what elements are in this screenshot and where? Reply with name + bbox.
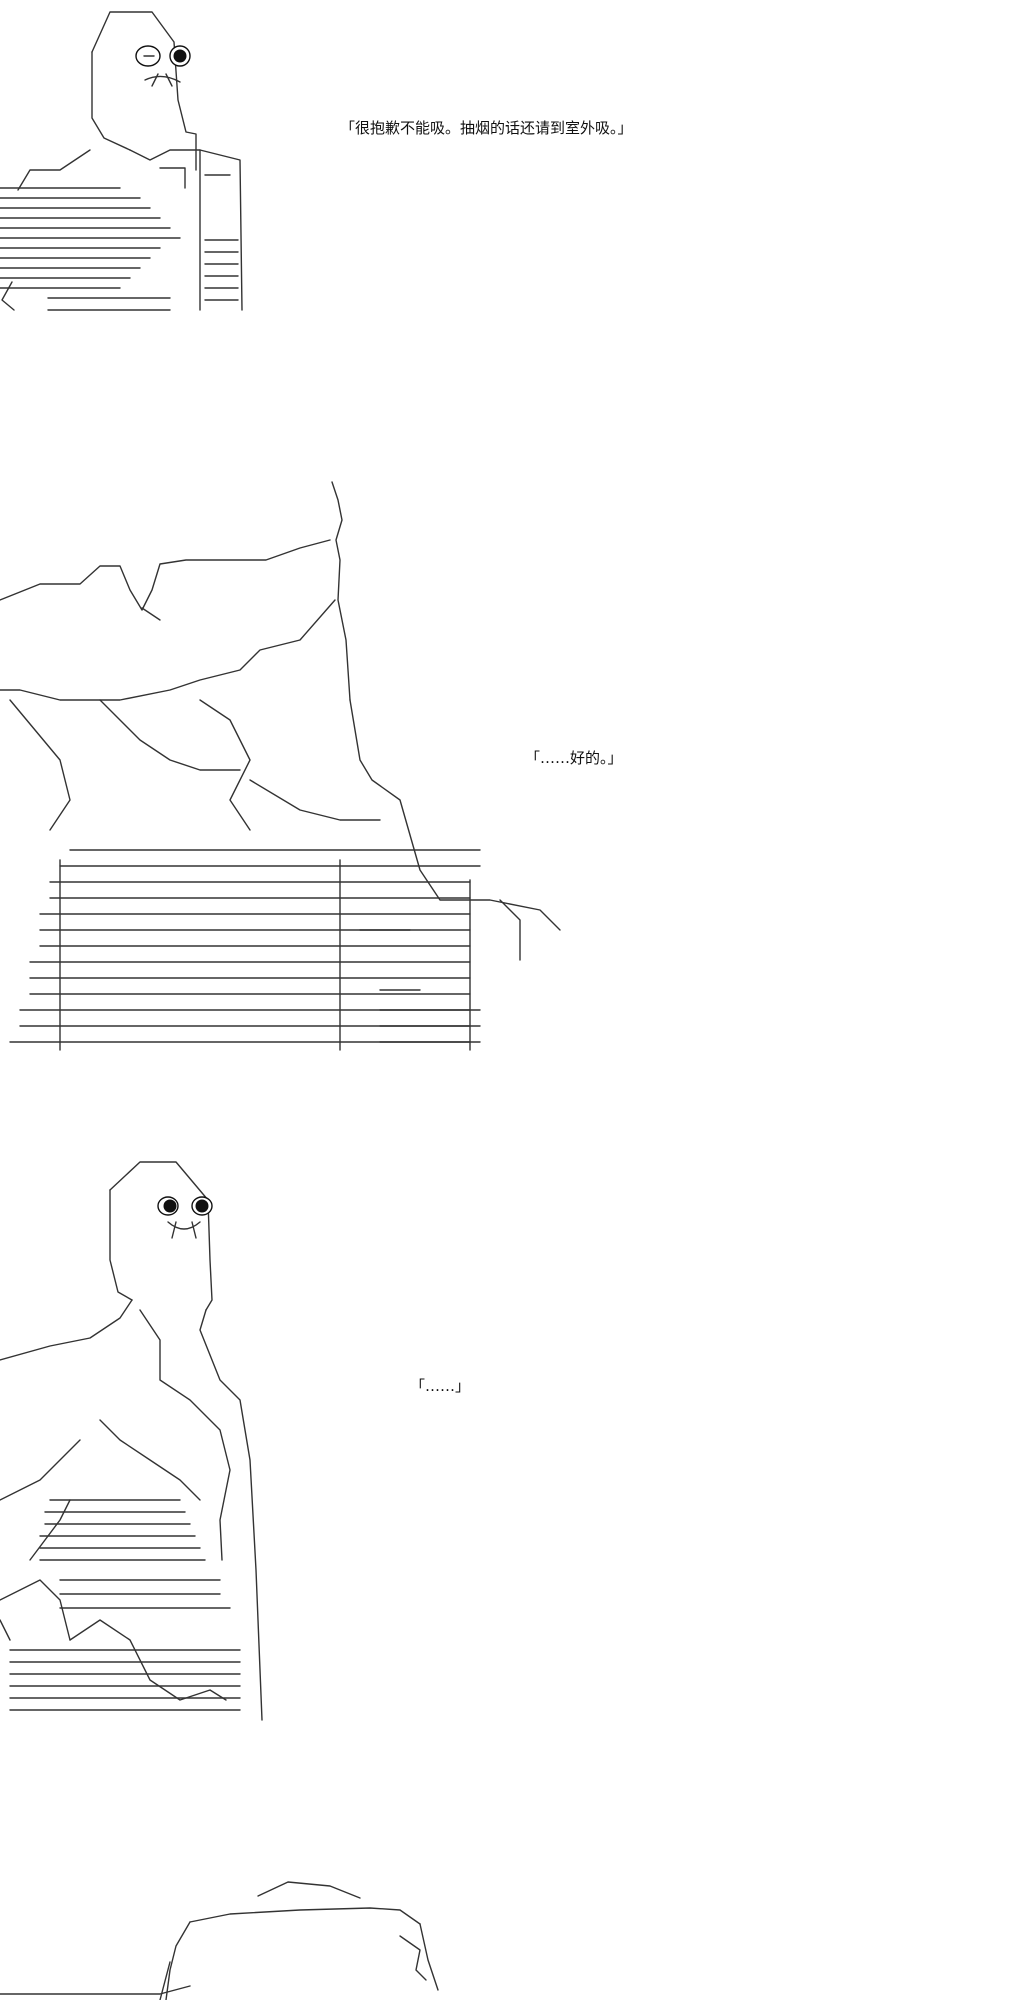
panel-1-character-art (0, 11, 243, 311)
panel-1-dialogue: 「很抱歉不能吸。抽烟的话还请到室外吸。」 (340, 119, 633, 137)
panel-2-dialogue: 「……好的。」 (525, 749, 623, 767)
panel-2-scene-art (0, 481, 561, 1051)
panel-3-character-art (0, 1161, 263, 1721)
panel-3-dialogue: 「……」 (410, 1377, 471, 1395)
panel-4-character-art (0, 1881, 439, 2000)
